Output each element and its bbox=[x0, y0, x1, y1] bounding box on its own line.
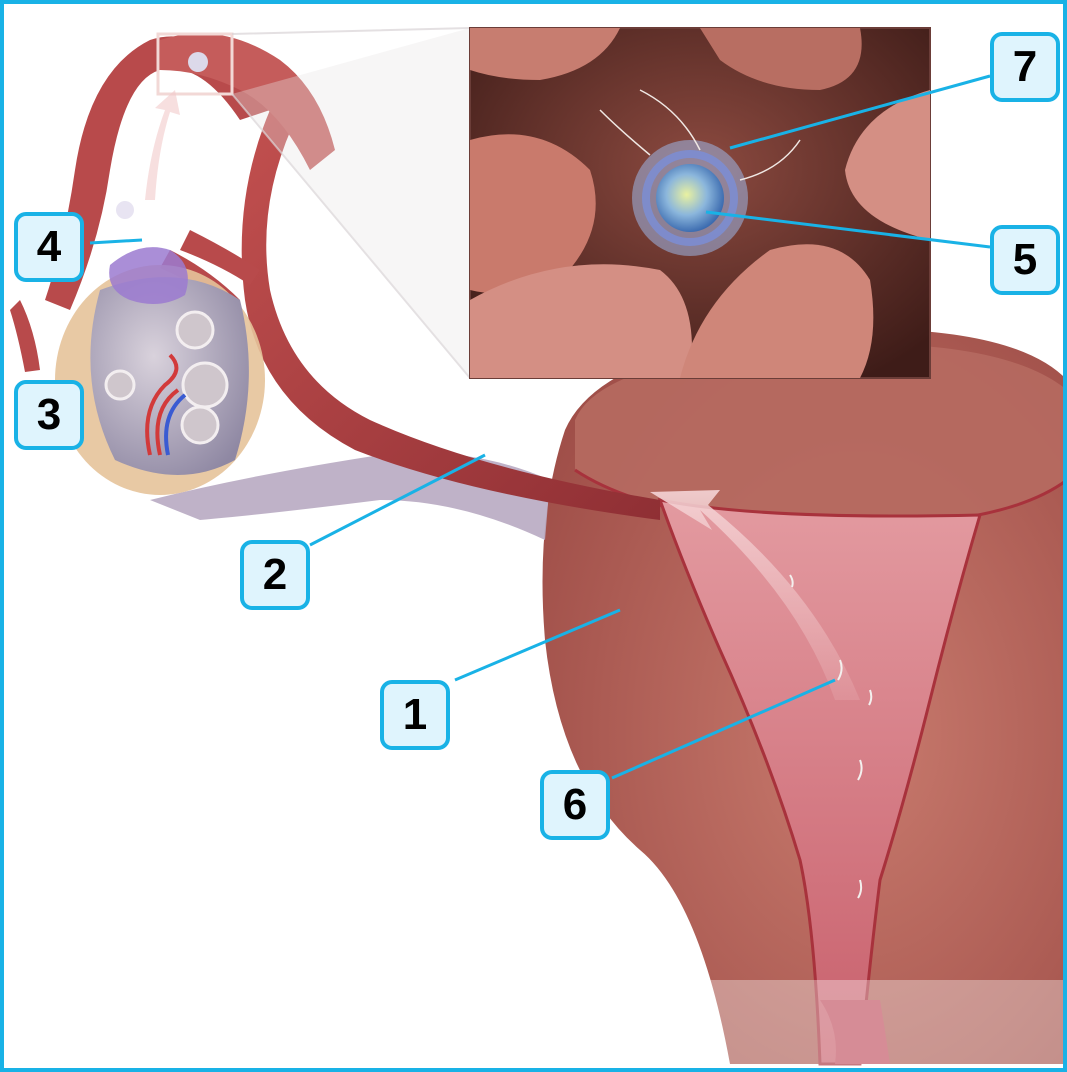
diagram-frame bbox=[0, 0, 1067, 1072]
anatomy-diagram: 1 2 3 4 5 6 7 bbox=[0, 0, 1067, 1072]
